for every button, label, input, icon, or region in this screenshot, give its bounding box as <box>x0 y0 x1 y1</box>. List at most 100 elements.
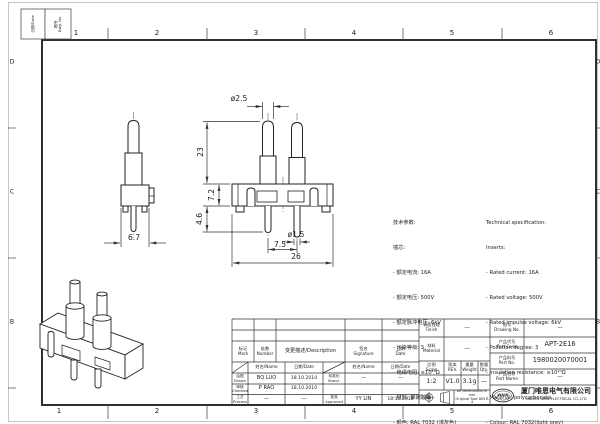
tb-scale-label: 比例 Scale <box>425 362 438 372</box>
tb-part-no-label: 产品料号 Part No. <box>498 355 516 365</box>
row-letter: B <box>595 318 600 326</box>
tb-number-header: 处数 Number <box>256 345 274 356</box>
spec-line: Inserts: <box>486 244 506 251</box>
dim-tail-length: 4.6 <box>194 212 204 226</box>
corner-dwg-label: 图号 Dwg. No. <box>53 15 62 33</box>
row-letter: D <box>595 58 600 66</box>
tb-material-value: — <box>464 345 470 352</box>
row-letter: C <box>9 188 15 196</box>
tb-stand-name: — <box>360 374 367 381</box>
spec-line: 技术参数: <box>393 219 416 226</box>
tb-part-code-label: 产品代号 Part Code <box>496 339 518 349</box>
col-number: 1 <box>56 407 62 416</box>
sheet-frame <box>8 2 600 422</box>
tb-qty-label: 数量 Qty. <box>479 362 489 372</box>
tb-finish-value: — <box>464 324 470 331</box>
col-number: 3 <box>253 29 259 38</box>
tb-dimensions-note: All Dimensions in mm Original Size DIN A… <box>455 388 489 405</box>
tb-approved-name: YY LIN <box>355 395 372 402</box>
spec-line: - Pollution degree: 3 <box>486 344 539 351</box>
tb-weight-value: 3.1g <box>462 378 477 386</box>
tb-drawn-name: BQ LUO <box>256 374 277 381</box>
spec-line: - 污染等级: 3 <box>393 344 424 351</box>
title-block-grid <box>231 318 596 405</box>
col-number: 6 <box>548 407 554 416</box>
tb-finish-label: 表面处理 Finish <box>423 322 440 332</box>
spec-line: - Rated voltage: 500V <box>486 294 543 301</box>
wain-logo-icon <box>492 388 514 403</box>
tb-part-name-label: 产品名称 Part Name <box>496 371 518 381</box>
spec-line: - Colour: RAL 7032(light grey) <box>486 419 564 424</box>
tb-drawing-no-value: — <box>557 324 563 331</box>
spec-line: - 额定电流: 16A <box>393 269 431 276</box>
tb-drawn-label: 绘图 Drawn <box>234 374 246 383</box>
isometric-view <box>38 279 145 389</box>
tb-stand-date: — <box>397 374 404 381</box>
col-number: 1 <box>73 29 79 38</box>
spec-line: - 额定电压: 500V <box>393 294 435 301</box>
spec-list-cn: 技术参数: 插芯: - 额定电流: 16A - 额定电压: 500V - 额定脉… <box>393 202 481 424</box>
tb-qty-value: — <box>480 378 488 386</box>
tb-stand-label: 标准化 Stand. <box>328 374 340 383</box>
projection-symbol-icon <box>423 391 450 404</box>
dim-side-width: 6.7 <box>127 232 141 242</box>
col-number: 4 <box>351 29 357 38</box>
row-letter: C <box>595 188 600 196</box>
col-number: 4 <box>351 407 357 416</box>
tb-rev-label: 版本 REV. <box>447 362 458 372</box>
side-view <box>120 119 155 233</box>
spec-line: - 材料: 聚碳酸酯 <box>393 394 432 401</box>
tb-company-name-cn: 厦门唯恩电气有限公司 <box>521 386 591 395</box>
corner-date-label: 日期/Date <box>30 15 35 33</box>
dim-height: 23 <box>195 147 205 157</box>
col-number: 5 <box>449 29 455 38</box>
spec-line: - Insulation resistance: ≥10¹⁰Ω <box>486 369 566 376</box>
tb-material-label: 材料 Material <box>422 343 440 353</box>
tb-name-subheader: 姓名/Name <box>255 364 278 370</box>
tb-part-no-value: 1980020070001 <box>532 356 588 365</box>
tb-signature-header: 签名 Signature <box>353 345 374 356</box>
tb-approved-label: 批准 Approved <box>325 395 343 404</box>
spec-line: - Material: polycarbonate <box>486 394 552 401</box>
tb-part-name-value: — <box>557 373 563 380</box>
col-number: 2 <box>154 29 160 38</box>
tb-checked-date: 18.10.2010 <box>290 386 318 392</box>
tb-checked-name: P RAO <box>258 385 275 392</box>
tb-approved-date: 18.10.2010 <box>387 396 414 402</box>
spec-line: - 绝缘电阻: ≥10¹⁰Ω <box>393 369 440 376</box>
spec-line: 插芯: <box>393 244 406 251</box>
spec-line: - Rated current: 16A <box>486 269 539 276</box>
dimension-lines <box>104 102 334 267</box>
tb-name-subheader: 姓名/Name <box>352 364 375 370</box>
spec-line: - Rated impulse voltage: 6kV <box>486 319 562 326</box>
dim-tail-diameter: ø1.5 <box>287 229 305 239</box>
spec-line: - 额定脉冲电压: 6kV <box>393 319 441 326</box>
dim-overall-width: 26 <box>291 251 301 261</box>
col-number: 3 <box>253 407 259 416</box>
tb-company-logo-text: WAIN <box>497 393 509 398</box>
tb-drawn-date: 18.10.2010 <box>290 375 318 381</box>
dim-body-height: 7.2 <box>206 188 216 202</box>
tb-date-header: 日期 Date <box>395 345 406 356</box>
tb-description-header: 变更描述/Description <box>284 347 337 354</box>
row-letter: B <box>9 318 15 326</box>
spec-list-en: Technical specification: Inserts: - Rate… <box>486 202 594 424</box>
tb-scale-value: 1:2 <box>426 378 437 386</box>
tb-weight-label: 重量 Weight <box>462 362 477 372</box>
front-view <box>231 120 334 238</box>
tb-company-name-en: XIAMEN WAIN ELECTRICAL CO.,LTD <box>525 397 587 402</box>
col-number: 2 <box>154 407 160 416</box>
tb-rev-value: V1.0 <box>445 378 460 386</box>
tb-date-subheader: 日期/Date <box>390 364 411 370</box>
spec-line: Technical specification: <box>486 219 546 226</box>
tb-drawing-no-label: 图号 Drawing No. <box>494 322 520 332</box>
tb-checked-label: 审核 Checked <box>232 384 248 393</box>
col-number: 5 <box>449 407 455 416</box>
tb-part-code-value: APT-2E16 <box>544 340 576 349</box>
tb-date-subheader: 日期/Date <box>294 364 314 370</box>
tb-process-label: 工艺 Process <box>233 395 247 404</box>
spec-line: - 颜色: RAL 7032 (浅灰色) <box>393 419 457 424</box>
col-number: 6 <box>548 29 554 38</box>
